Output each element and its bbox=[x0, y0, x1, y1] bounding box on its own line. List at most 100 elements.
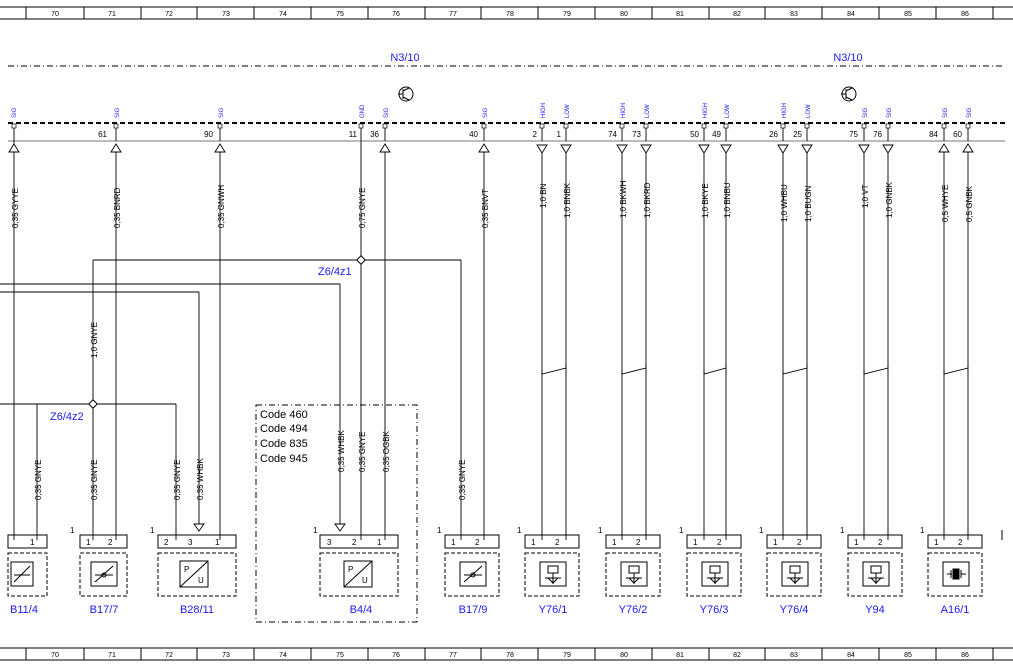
svg-text:2: 2 bbox=[636, 538, 641, 547]
svg-text:2: 2 bbox=[797, 538, 802, 547]
splice-points: Z6/4z1 Z6/4z2 bbox=[50, 255, 366, 423]
component-y76-1: 1 1 2 Y76/1 bbox=[517, 526, 580, 616]
svg-text:1: 1 bbox=[612, 538, 617, 547]
top-pin: LOW 1 bbox=[557, 104, 571, 139]
top-pin: SIG bbox=[11, 107, 18, 129]
svg-text:0,35 GNYE: 0,35 GNYE bbox=[173, 460, 182, 500]
svg-text:0,35 BNRD: 0,35 BNRD bbox=[113, 187, 122, 228]
ruler-cell: 77 bbox=[449, 11, 457, 18]
ruler-cell: 76 bbox=[392, 652, 400, 659]
svg-text:LOW: LOW bbox=[806, 104, 812, 118]
svg-text:HIGH: HIGH bbox=[541, 103, 547, 118]
ruler-cell: 70 bbox=[51, 652, 59, 659]
svg-text:SIG: SIG bbox=[12, 107, 18, 118]
ruler-cell: 82 bbox=[733, 11, 741, 18]
component-label: A16/1 bbox=[941, 604, 970, 616]
ruler-cell: 76 bbox=[392, 11, 400, 18]
svg-text:1,0 GNYE: 1,0 GNYE bbox=[90, 322, 99, 358]
solenoid-valve-icon bbox=[868, 565, 884, 584]
svg-text:2: 2 bbox=[475, 538, 480, 547]
svg-text:1: 1 bbox=[854, 538, 859, 547]
svg-text:0,35 WHBK: 0,35 WHBK bbox=[337, 430, 346, 472]
svg-text:84: 84 bbox=[929, 130, 938, 139]
component-y76-3: 1 1 2 Y76/3 bbox=[679, 526, 742, 616]
svg-text:0,35 GNWH: 0,35 GNWH bbox=[217, 185, 226, 228]
svg-text:36: 36 bbox=[370, 130, 379, 139]
ruler-cell: 80 bbox=[620, 11, 628, 18]
svg-text:0,35 BNVT: 0,35 BNVT bbox=[481, 189, 490, 228]
middle-wire-labels: 1,0 GNYE bbox=[90, 322, 99, 358]
svg-text:1,0 BUGN: 1,0 BUGN bbox=[804, 185, 813, 222]
component-b17-7: 1 1 2 B17/7 bbox=[70, 526, 128, 616]
ruler-cell: 79 bbox=[563, 652, 571, 659]
svg-text:LOW: LOW bbox=[725, 104, 731, 118]
connector-label: N3/10 bbox=[833, 52, 862, 64]
svg-text:LOW: LOW bbox=[565, 104, 571, 118]
upper-wire-labels: 0,35 GYYE 0,35 BNRD 0,35 GNWH 0,75 GNYE … bbox=[11, 180, 974, 228]
component-y94: 1 1 2 Y94 bbox=[840, 526, 903, 616]
ruler-cell: 84 bbox=[847, 11, 855, 18]
svg-text:0,35 GYYE: 0,35 GYYE bbox=[11, 188, 20, 228]
component-label: B28/11 bbox=[180, 604, 214, 616]
svg-text:1,0 BN: 1,0 BN bbox=[539, 183, 548, 208]
svg-text:90: 90 bbox=[204, 130, 213, 139]
svg-text:1: 1 bbox=[557, 130, 562, 139]
svg-text:11: 11 bbox=[349, 130, 358, 139]
svg-text:SIG: SIG bbox=[943, 107, 949, 118]
component-label: Y94 bbox=[865, 604, 885, 616]
component-label: B17/7 bbox=[90, 604, 119, 616]
ruler-cell: 85 bbox=[904, 652, 912, 659]
svg-text:P: P bbox=[184, 565, 189, 574]
code-item: Code 494 bbox=[260, 423, 308, 435]
top-pin-row: SIG SIG 61 SIG 90 GND 11 SIG 36 SIG 40 bbox=[11, 103, 973, 139]
ruler-cell: 83 bbox=[790, 11, 798, 18]
svg-text:3: 3 bbox=[188, 538, 193, 547]
svg-text:U: U bbox=[362, 576, 368, 585]
solenoid-valve-icon bbox=[707, 565, 723, 584]
svg-text:2: 2 bbox=[717, 538, 722, 547]
top-pin: LOW 49 bbox=[712, 104, 731, 139]
splice-label: Z6/4z1 bbox=[318, 266, 352, 278]
lower-wire-labels: 0,35 GNYE 0,35 GNYE 0,35 GNYE 0,35 WHBK … bbox=[34, 430, 467, 500]
top-pin: GND 11 bbox=[349, 104, 366, 139]
code-variant-box: Code 460 Code 494 Code 835 Code 945 bbox=[255, 404, 418, 623]
component-b17-9: 1 1 2 B17/9 bbox=[437, 526, 500, 616]
top-pin: HIGH 74 bbox=[608, 103, 627, 139]
transistor-icon bbox=[841, 86, 857, 102]
ruler-cell: 84 bbox=[847, 652, 855, 659]
top-pin: HIGH 2 bbox=[533, 103, 547, 139]
svg-text:SIG: SIG bbox=[219, 107, 225, 118]
svg-text:1: 1 bbox=[70, 526, 75, 535]
component-b28-11: 1 P U 2 3 1 B28/11 bbox=[150, 526, 237, 616]
wires bbox=[0, 128, 969, 540]
component-b4-4: 1 P U 3 2 1 B4/4 bbox=[313, 526, 399, 616]
solenoid-valve-icon bbox=[545, 565, 561, 584]
svg-text:61: 61 bbox=[98, 130, 107, 139]
svg-text:1: 1 bbox=[531, 538, 536, 547]
ruler-cell: 72 bbox=[165, 11, 173, 18]
ruler-cell: 85 bbox=[904, 11, 912, 18]
svg-text:1: 1 bbox=[517, 526, 522, 535]
component-label: Y76/3 bbox=[700, 604, 729, 616]
component-label: Y76/1 bbox=[539, 604, 568, 616]
svg-text:1: 1 bbox=[313, 526, 318, 535]
svg-text:HIGH: HIGH bbox=[782, 103, 788, 118]
svg-text:SIG: SIG bbox=[887, 107, 893, 118]
top-pin: HIGH 50 bbox=[690, 103, 709, 139]
component-a16-1: 1 1 2 A16/1 bbox=[920, 526, 983, 616]
component-label: B17/9 bbox=[459, 604, 488, 616]
ruler-cell: 78 bbox=[506, 11, 514, 18]
component-b11-4: 1 B11/4 bbox=[7, 534, 48, 616]
svg-text:GND: GND bbox=[360, 104, 366, 118]
pin-arrows bbox=[8, 141, 974, 154]
temperature-sensor-icon bbox=[94, 565, 114, 583]
svg-text:1: 1 bbox=[920, 526, 925, 535]
transistor-icon bbox=[398, 86, 414, 102]
svg-text:0,35 GNYE: 0,35 GNYE bbox=[358, 432, 367, 472]
code-item: Code 835 bbox=[260, 438, 308, 450]
component-y76-4: 1 1 2 Y76/4 bbox=[759, 526, 822, 616]
ruler-cell: 75 bbox=[336, 652, 344, 659]
svg-text:0,35 GNYE: 0,35 GNYE bbox=[34, 460, 43, 500]
temperature-sensor-icon bbox=[463, 565, 483, 583]
